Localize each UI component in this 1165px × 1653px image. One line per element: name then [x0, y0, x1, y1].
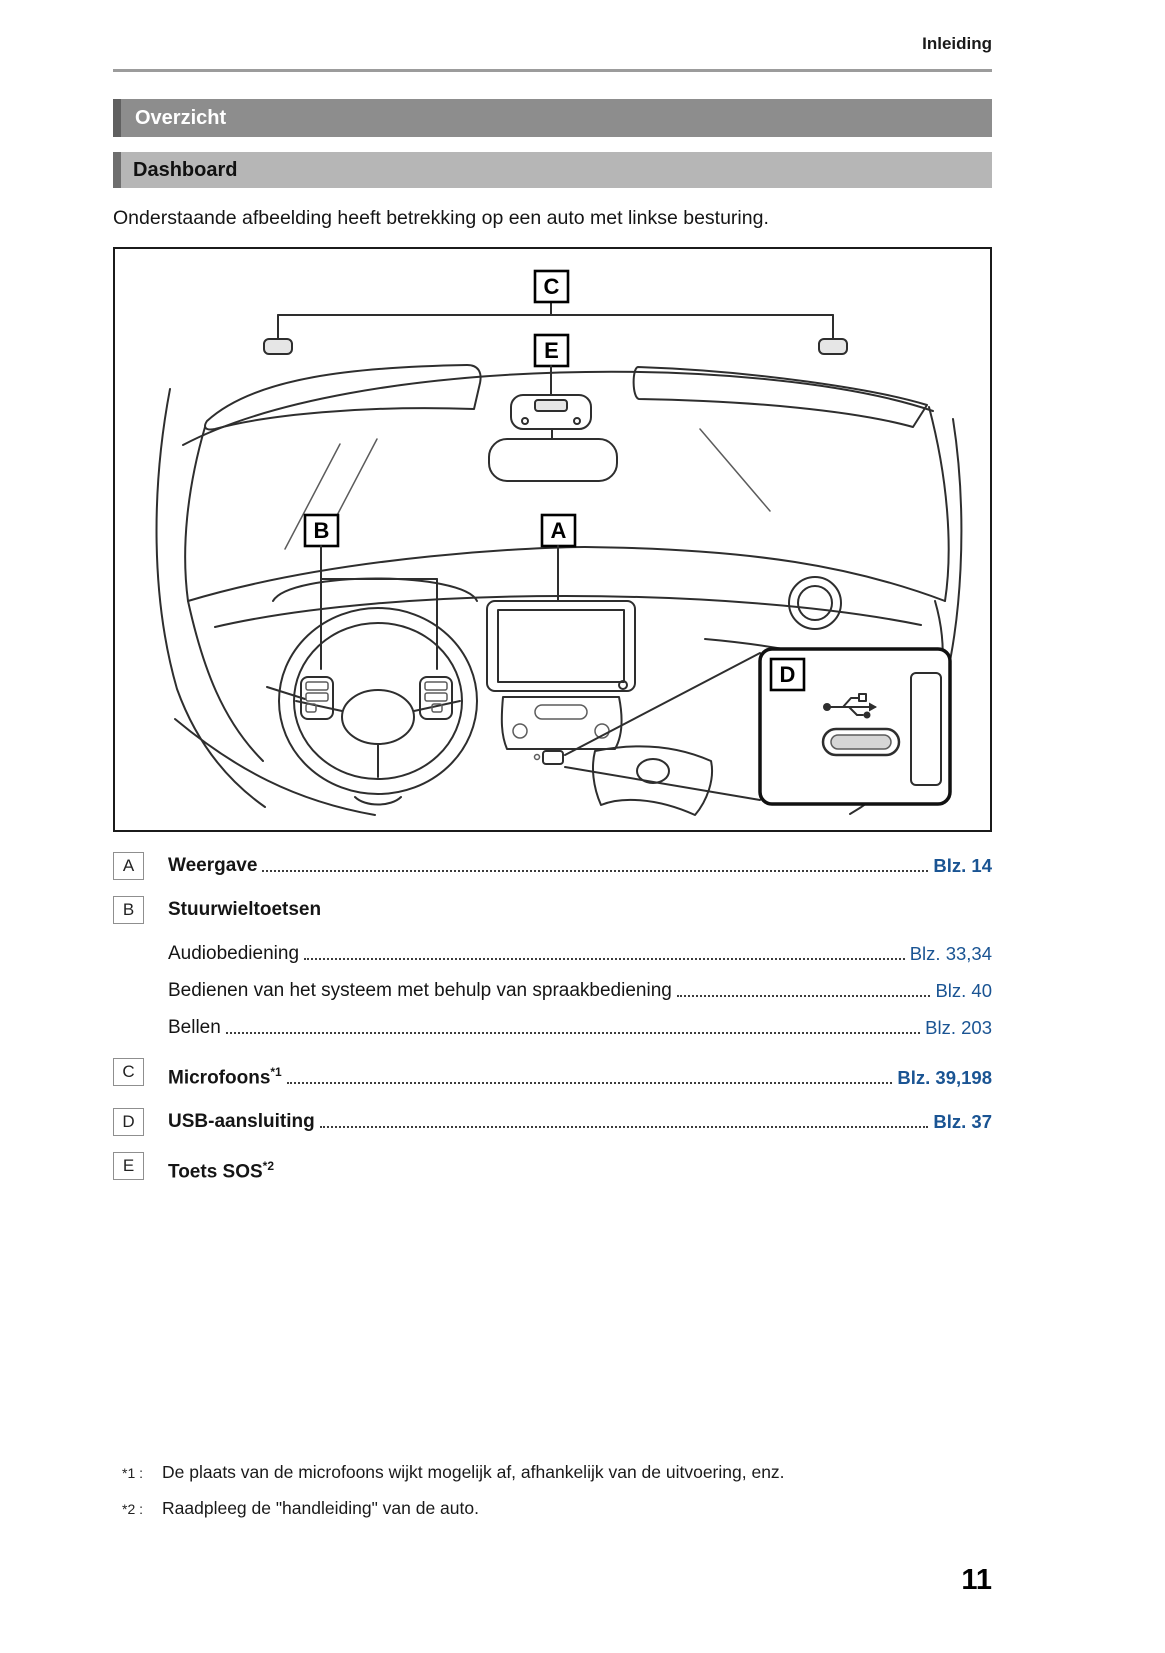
footnote-text: De plaats van de microfoons wijkt mogeli… — [162, 1462, 785, 1482]
legend-item-microfoons: C Microfoons*1 Blz. 39,198 — [113, 1058, 992, 1092]
zoom-panel-trim — [910, 672, 942, 786]
legend-key-c: C — [113, 1058, 144, 1086]
microphone-left — [263, 338, 293, 355]
callout-b: B — [303, 513, 438, 670]
legend-label-text: Toets SOS — [168, 1161, 263, 1183]
sos-button — [534, 399, 568, 412]
callout-d-letter: D — [780, 662, 796, 687]
usb-c-port — [821, 727, 901, 757]
section-title-overzicht: Overzicht — [113, 99, 992, 137]
legend-key-b: B — [113, 896, 144, 924]
steering-wheel — [278, 607, 478, 806]
footnote-2: *2 : Raadpleeg de "handleiding" van de a… — [122, 1498, 994, 1519]
callout-e: E — [533, 333, 570, 396]
callout-c: C — [533, 269, 570, 304]
multimedia-display — [486, 600, 636, 692]
figure-legend: A Weergave Blz. 14 B Stuurwieltoetsen Au… — [113, 852, 992, 1203]
headliner — [182, 370, 934, 446]
footnote-marker-sup: *1 — [270, 1065, 282, 1079]
header-divider — [113, 69, 992, 72]
callout-a-letter: A — [551, 518, 567, 543]
usb-zoom-panel: D — [758, 647, 952, 806]
page-reference: Blz. 40 — [935, 980, 992, 1001]
legend-item-toets-sos: E Toets SOS*2 — [113, 1152, 992, 1186]
dot-leader — [304, 958, 905, 960]
legend-key-e: E — [113, 1152, 144, 1181]
sun-visor-left — [204, 364, 482, 431]
usb-icon — [823, 693, 877, 719]
dot-leader — [262, 870, 929, 872]
callout-e-letter: E — [544, 338, 559, 363]
footnote-marker: *1 : — [122, 1465, 144, 1481]
chapter-header: Inleiding — [922, 34, 992, 53]
callout-c-letter: C — [544, 274, 560, 299]
legend-item-stuurwieltoetsen: B Stuurwieltoetsen — [113, 896, 992, 924]
callout-b-letter: B — [314, 518, 330, 543]
legend-label: Bellen — [168, 1017, 221, 1038]
dot-leader — [286, 1082, 893, 1085]
page-reference: Blz. 203 — [925, 1017, 992, 1038]
legend-label: USB-aansluiting — [168, 1111, 315, 1133]
usb-port-console — [533, 750, 564, 765]
center-stack — [500, 696, 623, 750]
overhead-console — [510, 394, 592, 430]
intro-paragraph: Onderstaande afbeelding heeft betrekking… — [113, 207, 769, 229]
microphone-right — [818, 338, 848, 355]
legend-label: Toets SOS*2 — [168, 1152, 274, 1186]
legend-key-d: D — [113, 1108, 144, 1137]
legend-item-weergave: A Weergave Blz. 14 — [113, 852, 992, 880]
subsection-title-dashboard: Dashboard — [113, 152, 992, 188]
dot-leader — [225, 1032, 921, 1034]
page-reference: Blz. 14 — [933, 855, 992, 876]
legend-label-text: Microfoons — [168, 1067, 271, 1089]
side-air-vent — [788, 576, 842, 630]
legend-subitem-spraakbediening: Bedienen van het systeem met behulp van … — [113, 977, 992, 1005]
legend-label: Bedienen van het systeem met behulp van … — [168, 980, 672, 1001]
steering-wheel-buttons-left — [300, 676, 334, 720]
page-number: 11 — [961, 1564, 992, 1596]
gear-shifter-console — [592, 745, 713, 816]
legend-label: Microfoons*1 — [168, 1058, 282, 1092]
footnote-marker-sup: *2 — [262, 1159, 275, 1174]
dot-leader — [319, 1126, 929, 1129]
page-reference: Blz. 37 — [933, 1111, 992, 1133]
legend-item-usb-aansluiting: D USB-aansluiting Blz. 37 — [113, 1108, 992, 1137]
legend-label: Stuurwieltoetsen — [168, 899, 322, 920]
footnote-text: Raadpleeg de "handleiding" van de auto. — [162, 1498, 479, 1518]
footnotes: *1 : De plaats van de microfoons wijkt m… — [122, 1462, 994, 1534]
callout-a: A — [540, 513, 577, 602]
footnote-1: *1 : De plaats van de microfoons wijkt m… — [122, 1462, 994, 1483]
legend-key-a: A — [113, 852, 144, 880]
sun-visor-right — [632, 366, 928, 428]
dashboard-line-drawing: C E — [155, 269, 963, 816]
steering-wheel-buttons-right — [419, 676, 453, 720]
zoom-wedge — [564, 652, 761, 801]
dot-leader — [676, 995, 931, 997]
legend-subitem-audiobediening: Audiobediening Blz. 33,34 — [113, 940, 992, 968]
page-reference: Blz. 39,198 — [897, 1067, 992, 1089]
legend-label: Weergave — [168, 855, 258, 876]
legend-subitem-bellen: Bellen Blz. 203 — [113, 1014, 992, 1042]
footnote-marker: *2 : — [122, 1501, 144, 1517]
dashboard-figure: C E — [113, 247, 992, 832]
rearview-mirror — [488, 428, 618, 482]
callout-c-leader — [277, 301, 834, 340]
legend-label: Audiobediening — [168, 943, 300, 964]
page-reference: Blz. 33,34 — [909, 943, 992, 964]
